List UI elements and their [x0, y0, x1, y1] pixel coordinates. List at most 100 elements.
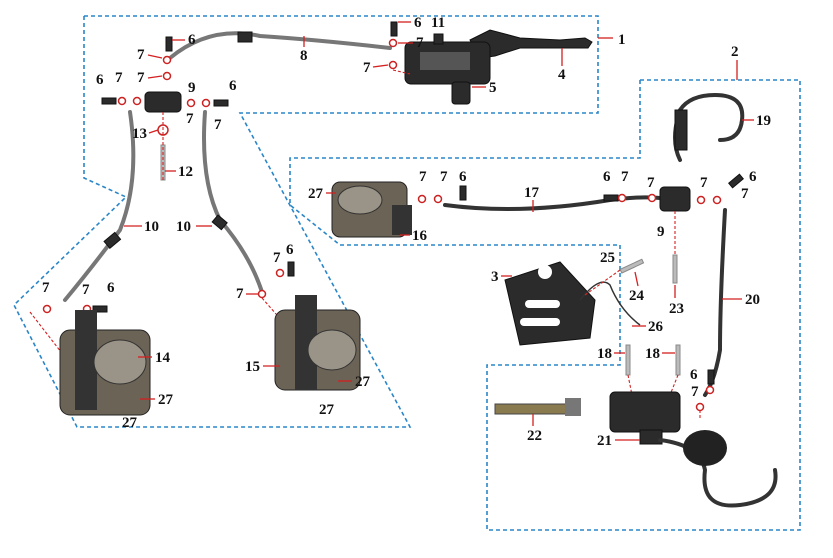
callout-11: 11: [431, 15, 445, 31]
callout-7: 7: [416, 35, 424, 51]
callout-16: 16: [412, 228, 428, 244]
callout-7: 7: [647, 175, 655, 191]
brake-light-switch-19: [673, 92, 745, 162]
callout-27: 27: [355, 374, 371, 390]
spring-26: [579, 281, 641, 326]
banjo-bolt-icon: [390, 21, 398, 37]
callout-12: 12: [178, 164, 193, 180]
callout-7: 7: [419, 169, 427, 185]
callout-9: 9: [188, 80, 196, 96]
callout-7: 7: [115, 70, 123, 86]
callout-10: 10: [176, 219, 191, 235]
washer-icon: [712, 195, 722, 205]
callout-7: 7: [82, 282, 90, 298]
front-left-brake-caliper-14: [59, 310, 151, 416]
washer-icon: [417, 194, 427, 204]
callout-24: 24: [629, 288, 645, 304]
callout-7: 7: [214, 117, 222, 133]
callout-7: 7: [236, 286, 244, 302]
bolt-icon: [213, 99, 229, 107]
callout-1: 1: [618, 32, 626, 48]
washer-icon: [257, 289, 267, 299]
callout-7: 7: [363, 60, 371, 76]
front-master-cylinder: [404, 41, 491, 105]
washer-icon: [433, 194, 443, 204]
bolt-icon: [459, 185, 467, 201]
callout-7: 7: [137, 47, 145, 63]
callout-7: 7: [186, 111, 194, 127]
callout-6: 6: [690, 367, 698, 383]
callout-7: 7: [42, 280, 50, 296]
front-brake-hose-10-right: [202, 110, 264, 294]
callout-7: 7: [741, 186, 749, 202]
front-brake-group-outline: [13, 15, 599, 428]
callout-20: 20: [745, 292, 760, 308]
mounting-bracket-3: [504, 261, 596, 346]
washer-icon: [647, 193, 657, 203]
bolt-icon: [101, 97, 117, 105]
callout-19: 19: [756, 113, 771, 129]
callout-6: 6: [603, 169, 611, 185]
washer-icon: [162, 71, 172, 81]
front-right-brake-caliper-15: [274, 295, 361, 391]
rear-brake-hose-17: [443, 195, 662, 211]
callout-23: 23: [669, 301, 684, 317]
callout-27: 27: [308, 186, 324, 202]
callout-6: 6: [188, 32, 196, 48]
hose-splitter-9-front: [144, 91, 182, 113]
washer-icon: [42, 304, 52, 314]
callout-5: 5: [489, 80, 497, 96]
hose-splitter-9-rear: [659, 186, 691, 212]
washer-icon: [117, 96, 127, 106]
callout-18: 18: [597, 346, 612, 362]
callout-15: 15: [245, 359, 260, 375]
callout-6: 6: [414, 15, 422, 31]
callout-25: 25: [600, 250, 615, 266]
callout-6: 6: [749, 169, 757, 185]
hose-sleeve-8: [237, 31, 253, 43]
callout-8: 8: [300, 48, 308, 64]
callout-13: 13: [132, 126, 147, 142]
callout-9: 9: [657, 224, 665, 240]
washer-icon: [388, 38, 398, 48]
washer-icon: [617, 193, 627, 203]
washer-icon: [201, 98, 211, 108]
callout-4: 4: [558, 67, 566, 83]
callout-2: 2: [731, 44, 739, 60]
callout-27: 27: [158, 392, 174, 408]
callout-27: 27: [319, 402, 335, 418]
bolt-18-icon: [675, 344, 681, 376]
hose-clip-icon: [103, 231, 122, 250]
callout-7: 7: [137, 70, 145, 86]
washer-icon: [696, 195, 706, 205]
rear-brake-hose-20: [703, 208, 727, 397]
front-brake-hose-10-left: [63, 110, 136, 302]
callout-6: 6: [459, 169, 467, 185]
callout-26: 26: [648, 319, 664, 335]
brake-fluid-reservoir: [658, 430, 778, 508]
callout-21: 21: [597, 433, 612, 449]
callout-7: 7: [440, 169, 448, 185]
rear-master-cylinder-21: [609, 391, 681, 445]
bolt-icon: [287, 261, 295, 277]
callout-27: 27: [122, 415, 138, 431]
front-brake-hose-8: [168, 31, 392, 60]
callout-7: 7: [273, 250, 281, 266]
washer-icon: [132, 96, 142, 106]
callout-22: 22: [527, 428, 542, 444]
callout-3: 3: [491, 269, 499, 285]
bolt-24-icon: [619, 258, 645, 274]
callout-6: 6: [286, 242, 294, 258]
callout-6: 6: [107, 280, 115, 296]
bolt-icon: [92, 305, 108, 313]
washer-icon: [275, 268, 285, 278]
callout-6: 6: [96, 72, 104, 88]
callout-10: 10: [144, 219, 159, 235]
rear-brake-caliper-16: [331, 181, 412, 238]
bolt-18-icon: [625, 344, 631, 376]
bolt-23-icon: [672, 254, 678, 284]
callout-7: 7: [691, 384, 699, 400]
switch-part-11: [433, 33, 444, 45]
callout-7: 7: [621, 169, 629, 185]
